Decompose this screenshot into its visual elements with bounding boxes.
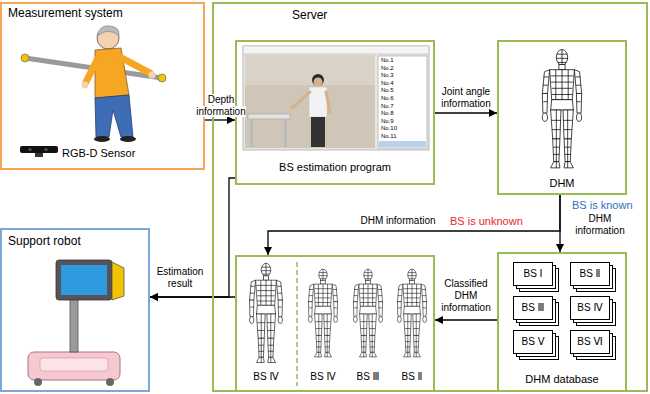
edge-label-box: Classified DHM information [438,278,494,314]
list-row: No.10 [381,125,397,132]
class-card: BS Ⅴ [513,330,553,354]
class-card: BS Ⅳ [570,296,610,320]
class-label: BS Ⅰ [523,268,542,280]
server-panel: ServerBS estimation programDHMBS ⅣBS ⅣBS… [212,2,648,392]
edge-label-box: Estimation result [152,266,208,290]
list-row: No.3 [381,72,394,79]
class-label: BS Ⅱ [579,268,600,280]
class-card: BS Ⅱ [570,262,610,286]
panel-title: Server [292,8,327,22]
human-model [542,50,581,168]
flow-arrow [205,119,235,120]
edge-label: Classified DHM information [441,278,490,313]
figure-label: BS Ⅳ [310,371,335,383]
database-box: DHM database BS Ⅰ BS Ⅱ BS Ⅲ BS Ⅳ BS Ⅴ BS Ⅵ [497,252,627,392]
result-models [250,262,427,386]
list-row: No.1 [381,57,394,64]
flow-arrow [559,195,560,252]
edge-label-box: Depth information [193,94,249,118]
class-card: BS Ⅰ [513,262,553,286]
result-box: BS Ⅳ BS Ⅳ BS Ⅲ BS Ⅱ [235,255,435,392]
device-label: RGB-D Sensor [62,147,135,160]
list-row: No.11 [381,133,397,140]
support-robot [28,260,124,386]
edge-label: DHM information [360,215,435,226]
rgbd-sensor [20,146,58,157]
edge-label: Joint angle information [441,86,490,109]
class-label: BS Ⅵ [577,336,602,348]
list-row: No.7 [381,103,394,110]
list-row: No.4 [381,80,394,87]
figure-label: BS Ⅲ [356,371,379,383]
edge-label-box: DHM information [572,213,628,237]
figure-label: BS Ⅳ [253,371,278,383]
edge-label: Estimation result [157,266,204,289]
box-caption: DHM database [525,373,598,386]
flow-arrow [150,178,235,297]
edge-label: DHM information [575,213,624,236]
list-row: No.6 [381,95,394,102]
list-row: No.8 [381,110,394,117]
process-box: BS estimation program [235,40,435,185]
process-box: DHM [497,40,627,195]
flow-arrow [435,319,497,320]
list-row: No.5 [381,87,394,94]
panel-title: Measurement system [8,6,123,20]
robot-panel: Support robot [0,228,150,392]
class-label: BS Ⅲ [521,302,544,314]
flow-arrow [435,112,497,113]
class-label: BS Ⅴ [522,336,545,348]
program-screenshot [243,46,429,150]
list-row: No.2 [381,65,394,72]
class-label: BS Ⅳ [577,302,602,314]
edge-label-box: DHM information [360,215,435,227]
list-row: No.9 [381,118,394,125]
class-card: BS Ⅲ [513,296,553,320]
figure-label: BS Ⅱ [401,371,422,383]
flow-arrow [268,195,560,255]
panel-title: Support robot [8,234,81,248]
condition-label: BS is known [572,199,633,211]
box-caption: DHM [549,177,574,190]
flow-arrow [150,296,235,297]
class-card: BS Ⅵ [570,330,610,354]
elderly-person [21,26,166,142]
condition-label: BS is unknown [450,215,523,227]
edge-label-box: Joint angle information [438,86,494,110]
box-caption: BS estimation program [279,161,391,174]
system-panel: Measurement systemRGB-D Sensor [0,2,205,170]
